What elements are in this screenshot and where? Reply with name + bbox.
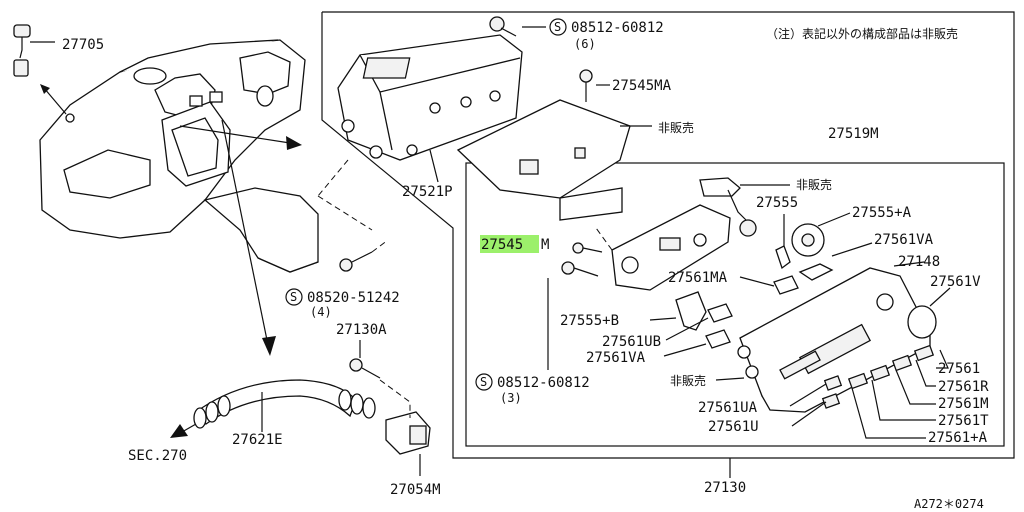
label-27545-suffix: M: [541, 237, 549, 253]
label-27521P: 27521P: [402, 184, 453, 200]
part-27561UB: [707, 303, 733, 323]
part-27561VA-right: [798, 242, 873, 281]
arrow-sec270-head: [170, 424, 188, 438]
label-27705: 27705: [62, 37, 104, 53]
label-27561VA-left: 27561VA: [586, 350, 646, 366]
screw-symbol-bottom-text: S: [480, 375, 487, 389]
label-27561R: 27561R: [938, 379, 989, 395]
screw-27545MA: [579, 69, 593, 102]
inner-frame: [465, 162, 1005, 447]
label-27561MA: 27561MA: [668, 270, 728, 286]
label-hihanbai-1: 非販売: [658, 120, 694, 135]
screw-symbol-top: [549, 18, 567, 36]
arrow-to-duct-head: [262, 336, 276, 356]
control-board: [456, 99, 631, 221]
knob-27561V: [907, 287, 951, 339]
outer-frame: [321, 11, 1015, 459]
label-08512-top-qty: (6): [574, 37, 596, 51]
screw-symbol-top-text: S: [554, 20, 561, 34]
label-27545MA: 27545MA: [612, 78, 672, 94]
label-27561U: 27561U: [708, 419, 759, 435]
button-group: [821, 344, 935, 409]
screw-top: [489, 16, 517, 37]
arrow-27705-line: [43, 87, 67, 115]
label-27130: 27130: [704, 480, 746, 496]
arrow-27705-head: [40, 84, 50, 94]
label-27148: 27148: [898, 254, 940, 270]
ac-module-27521P: [337, 34, 523, 161]
label-27555A: 27555+A: [852, 205, 912, 221]
label-27561M: 27561M: [938, 396, 989, 412]
screw-08512-bottom: [561, 261, 599, 277]
label-08512-bottom: 08512-60812: [497, 375, 590, 391]
label-08512-bottom-qty: (3): [500, 391, 522, 405]
dashboard-illustration: [39, 39, 319, 273]
screw-08520: [339, 251, 373, 272]
part-27555: [775, 214, 791, 270]
label-27054M: 27054M: [390, 482, 441, 498]
label-27561V: 27561V: [930, 274, 981, 290]
label-27561: 27561: [938, 361, 980, 377]
label-08520-qty: (4): [310, 305, 332, 319]
part-27561VA-left: [705, 329, 731, 349]
arrow-to-module-line: [179, 125, 291, 144]
screw-symbol-08520: [285, 288, 303, 306]
note-text: （注）表記以外の構成部品は非販売: [766, 26, 958, 41]
label-08520: 08520-51242: [307, 290, 400, 306]
arrow-to-duct-line: [221, 119, 269, 346]
label-27519M: 27519M: [828, 126, 879, 142]
label-hihanbai-3: 非販売: [670, 373, 706, 388]
part-27705-sensor: [13, 24, 55, 77]
screw-symbol-bottom: [475, 373, 493, 391]
label-sec270: SEC.270: [128, 448, 187, 464]
label-hihanbai-2: 非販売: [796, 177, 832, 192]
screw-27130A: [349, 358, 381, 379]
label-08512-top: 08512-60812: [571, 20, 664, 36]
label-27561VA-right: 27561VA: [874, 232, 934, 248]
sensor-27054M: [385, 411, 431, 455]
screw-symbol-08520-text: S: [290, 290, 297, 304]
control-mechanism: [611, 204, 731, 291]
arrow-to-module-head: [286, 136, 302, 150]
label-27561A: 27561+A: [928, 430, 988, 446]
label-27561UB: 27561UB: [602, 334, 661, 350]
part-27561MA: [773, 275, 799, 295]
label-27561T: 27561T: [938, 413, 989, 429]
duct-27621E: [193, 379, 376, 429]
label-27545-highlighted: 27545: [481, 237, 523, 253]
highlight-27545: [480, 235, 539, 253]
label-27621E: 27621E: [232, 432, 283, 448]
label-27561UA: 27561UA: [698, 400, 758, 416]
control-panel-27148: [737, 267, 931, 413]
harness-connector: [699, 177, 757, 237]
part-27555A-dial: [791, 212, 851, 257]
label-27555B: 27555+B: [560, 313, 619, 329]
label-27130A: 27130A: [336, 322, 387, 338]
screw-27545M: [572, 242, 603, 254]
reference-code: A272＊0274: [914, 497, 984, 511]
label-27555: 27555: [756, 195, 798, 211]
part-27555B: [675, 291, 707, 331]
